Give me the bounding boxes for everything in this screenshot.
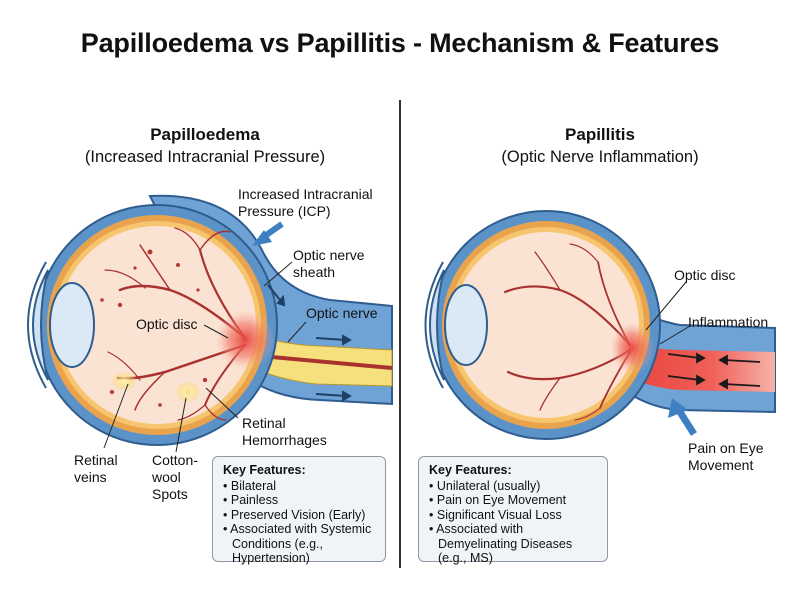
left-key-features-box: Key Features: Bilateral Painless Preserv…: [212, 456, 386, 565]
label-pain-on-eye-movement: Pain on Eye Movement: [688, 440, 764, 473]
vitreous: [58, 226, 256, 424]
left-eye: [27, 194, 393, 453]
left-feature-item: Painless: [223, 493, 377, 508]
cornea: [32, 269, 49, 381]
right-eye: [424, 210, 776, 440]
icp-arrow: [252, 221, 284, 246]
right-panel-title: Papillitis: [565, 125, 635, 144]
left-panel-title: Papilloedema: [150, 125, 260, 144]
right-panel-subtitle: (Optic Nerve Inflammation): [501, 148, 699, 166]
lens: [444, 284, 488, 366]
right-key-features-box: Key Features: Unilateral (usually) Pain …: [418, 456, 608, 565]
label-optic-disc-right: Optic disc: [674, 267, 736, 283]
lens: [49, 282, 95, 368]
right-feature-item: Pain on Eye Movement: [429, 493, 599, 508]
cotton-wool-spot: [176, 382, 200, 402]
left-key-features-title: Key Features:: [223, 463, 306, 477]
inflamed-optic-nerve: [620, 340, 775, 392]
panel-divider: [399, 100, 401, 568]
label-retinal-hemorrhages: Retinal Hemorrhages: [242, 415, 327, 448]
right-feature-item: Unilateral (usually): [429, 479, 599, 494]
right-feature-item: Significant Visual Loss: [429, 508, 599, 523]
vitreous: [453, 232, 639, 418]
cotton-wool-spot: [112, 372, 136, 390]
left-feature-item: Bilateral: [223, 479, 377, 494]
page-title: Papilloedema vs Papillitis - Mechanism &…: [80, 28, 720, 58]
label-retinal-veins: Retinal veins: [74, 452, 118, 485]
label-optic-nerve: Optic nerve: [306, 305, 378, 321]
label-optic-disc: Optic disc: [136, 316, 198, 332]
label-cotton-wool-spots: Cotton-wool Spots: [152, 452, 198, 502]
label-inflammation: Inflammation: [688, 314, 769, 330]
label-icp: Increased Intracranial Pressure (ICP): [238, 186, 373, 219]
label-optic-nerve-sheath: Optic nerve sheath: [293, 247, 365, 280]
right-feature-item: Associated with Demyelinating Diseases (…: [429, 522, 599, 566]
left-feature-item: Associated with Systemic Conditions (e.g…: [223, 522, 377, 566]
right-panel-heading: Papillitis (Optic Nerve Inflammation): [435, 124, 765, 168]
pain-arrow: [668, 398, 697, 436]
left-feature-item: Preserved Vision (Early): [223, 508, 377, 523]
nerve-flow-arrows: [267, 284, 353, 402]
optic-disc: [610, 322, 654, 374]
left-panel-heading: Papilloedema (Increased Intracranial Pre…: [40, 124, 370, 168]
right-key-features-title: Key Features:: [429, 463, 512, 477]
left-panel-subtitle: (Increased Intracranial Pressure): [84, 148, 326, 166]
optic-disc: [215, 310, 275, 370]
nerve-flow-arrows: [667, 352, 761, 390]
